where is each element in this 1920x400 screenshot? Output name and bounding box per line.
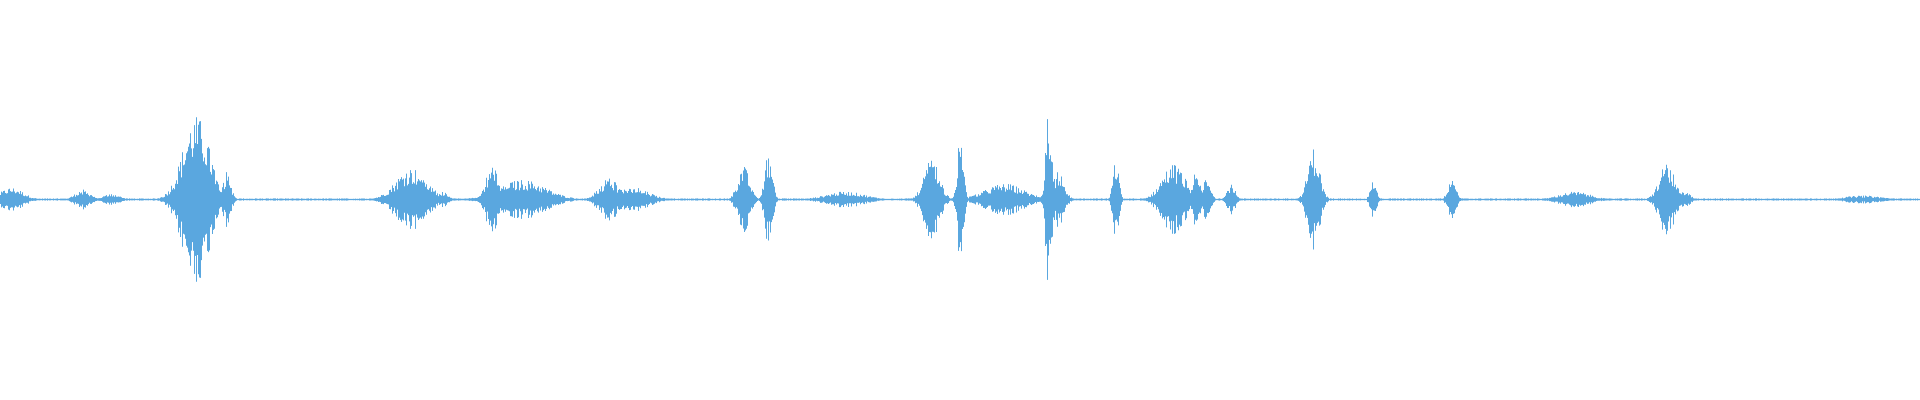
waveform-samples bbox=[0, 117, 1920, 282]
waveform-trace bbox=[0, 117, 1920, 282]
